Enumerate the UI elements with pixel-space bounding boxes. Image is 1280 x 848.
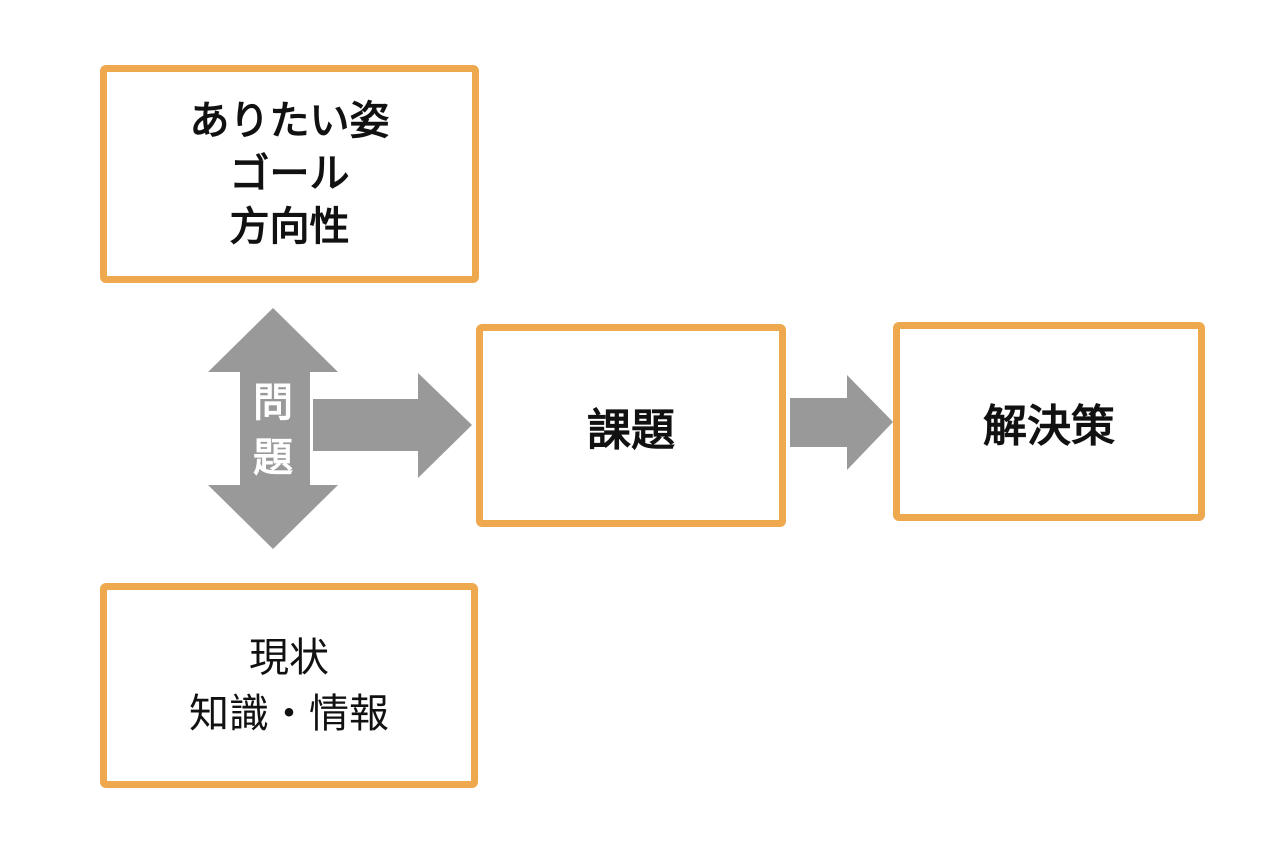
goal-box: ありたい姿 ゴール 方向性 [100,65,479,283]
problem-label: 問題 [253,381,293,481]
arrow-problem-to-task-icon [313,373,472,478]
goal-box-line: ゴール [229,151,350,196]
goal-box-line: ありたい姿 [189,98,390,143]
gap-double-arrow-icon [208,308,338,549]
solution-box: 解決策 [893,322,1205,521]
current-state-box-line: 現状 [249,635,329,680]
goal-box-line: 方向性 [229,204,350,249]
task-box-label: 課題 [587,405,675,455]
arrow-task-to-solution-icon [790,375,893,470]
current-state-box-line: 知識・情報 [189,691,389,736]
task-box: 課題 [476,324,786,527]
solution-box-label: 解決策 [983,401,1115,451]
current-state-box: 現状 知識・情報 [100,583,478,788]
